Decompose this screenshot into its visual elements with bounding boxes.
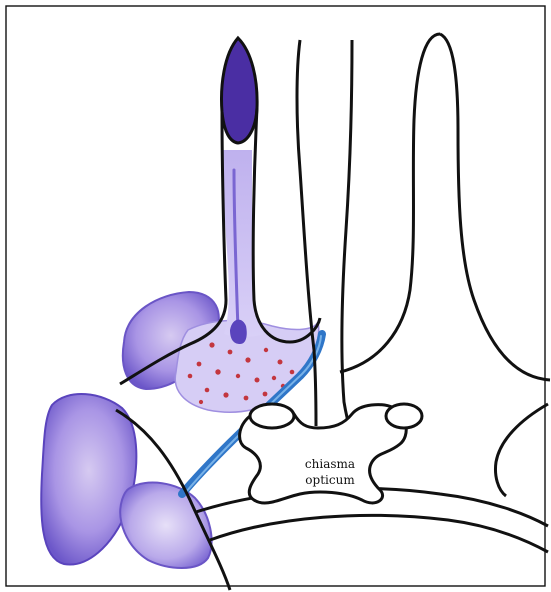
right-side-curve (495, 404, 548, 496)
chiasma-label-line1: chiasma (288, 458, 372, 470)
purple-lobe-lower-left (41, 394, 136, 565)
infundibulum-stalk (222, 150, 264, 337)
chiasma-label-line2: opticum (288, 474, 372, 486)
optic-nerve-end-right (386, 404, 422, 428)
right-lobe (340, 34, 440, 372)
optic-nerve-end-left (250, 404, 294, 428)
midline-lobe-center-inner (318, 40, 338, 426)
lower-band-lower (210, 515, 548, 552)
purple-lobe-lower-small (120, 483, 211, 568)
right-lobe-outer (440, 34, 550, 380)
upper-bulb (222, 38, 258, 143)
